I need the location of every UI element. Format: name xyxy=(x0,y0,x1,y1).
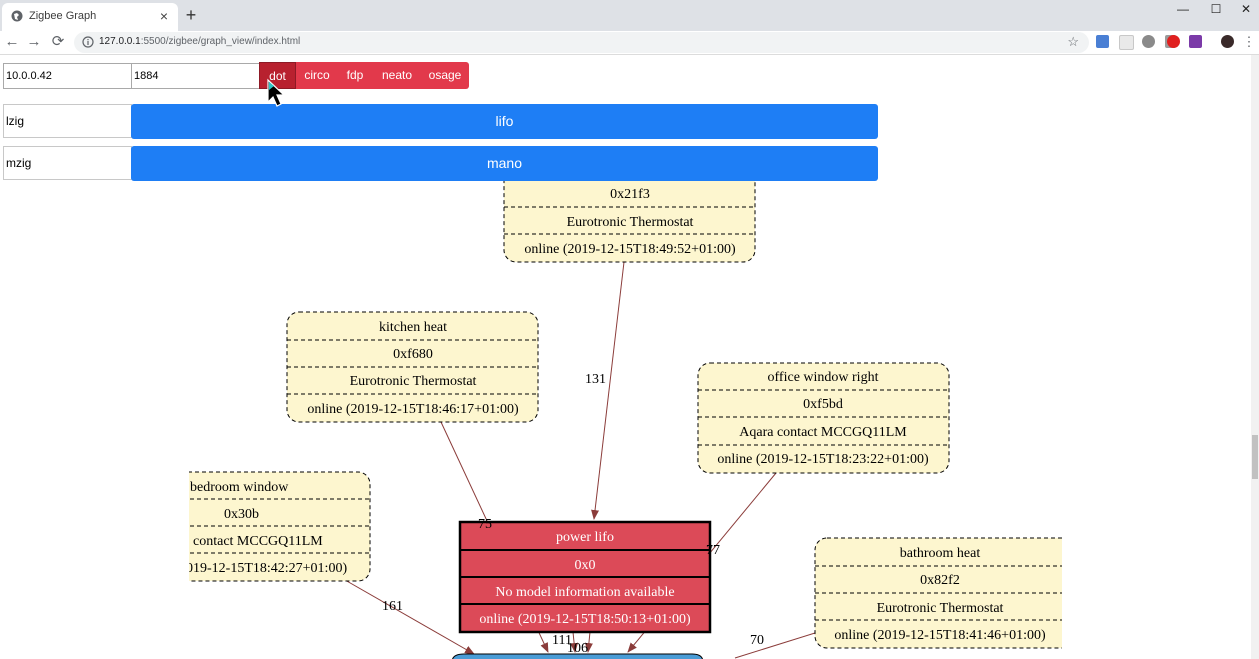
info-icon xyxy=(82,36,94,48)
node-bathroom-model: Eurotronic Thermostat xyxy=(877,601,1004,616)
node-office-name: office window right xyxy=(768,370,879,385)
back-icon[interactable]: ← xyxy=(4,33,20,50)
bookmark-star-icon[interactable]: ☆ xyxy=(1067,34,1079,49)
layout-button-group: dot circo fdp neato osage xyxy=(259,62,469,89)
edge-bedroom-to-bottom xyxy=(344,579,475,655)
edge-label-131: 131 xyxy=(585,372,606,387)
node-power-address: 0x0 xyxy=(575,558,596,573)
menu-icon[interactable]: ⋮ xyxy=(1242,34,1256,49)
node-bedroom-window[interactable]: bedroom window 0x30b contact MCCGQ11LM 0… xyxy=(189,470,379,590)
node-bathroom-heat[interactable]: bathroom heat 0x82f2 Eurotronic Thermost… xyxy=(814,537,1062,657)
edge-label-161: 161 xyxy=(382,599,403,614)
node-kitchen-heat[interactable]: kitchen heat 0xf680 Eurotronic Thermosta… xyxy=(286,311,539,423)
node-power-model: No model information available xyxy=(495,585,674,600)
ip-address-input[interactable] xyxy=(3,63,132,89)
node-top-model: Eurotronic Thermostat xyxy=(567,215,694,230)
edge-power-to-bottom-b xyxy=(584,631,593,653)
browser-toolbar: ← → ⟳ 127.0.0.1:5500/zigbee/graph_view/i… xyxy=(0,31,1259,55)
edge-label-75: 75 xyxy=(478,517,492,532)
node-bathroom-name: bathroom heat xyxy=(900,546,981,561)
node-power-status: online (2019-12-15T18:50:13+01:00) xyxy=(479,612,691,627)
extension-icon[interactable] xyxy=(1119,35,1134,50)
layout-button-neato[interactable]: neato xyxy=(381,68,413,82)
node-bedroom-model: contact MCCGQ11LM xyxy=(193,534,323,549)
scrollbar-thumb[interactable] xyxy=(1252,435,1258,479)
new-tab-icon[interactable]: + xyxy=(185,5,197,25)
tab-strip: Zigbee Graph × + — ☐ ✕ xyxy=(0,0,1259,31)
maximize-icon[interactable]: ☐ xyxy=(1210,2,1222,16)
edge-label-77: 77 xyxy=(706,543,720,558)
edge-top-to-power xyxy=(591,261,625,520)
url-path: :5500/zigbee/graph_view/index.html xyxy=(140,36,301,47)
network-name-mzig[interactable]: mzig xyxy=(3,146,132,180)
node-bedroom-status: 019-12-15T18:42:27+01:00) xyxy=(189,561,347,576)
reload-icon[interactable]: ⟳ xyxy=(51,33,65,50)
layout-button-circo[interactable]: circo xyxy=(304,68,330,82)
network-button-lifo[interactable]: lifo xyxy=(131,104,878,139)
address-bar[interactable]: 127.0.0.1:5500/zigbee/graph_view/index.h… xyxy=(74,32,1089,53)
node-office-window-right[interactable]: office window right 0xf5bd Aqara contact… xyxy=(697,362,950,474)
node-kitchen-status: online (2019-12-15T18:46:17+01:00) xyxy=(307,402,519,417)
node-bathroom-address: 0x82f2 xyxy=(920,573,960,588)
node-power-lifo[interactable]: power lifo 0x0 No model information avai… xyxy=(458,520,712,634)
layout-button-dot[interactable]: dot xyxy=(259,62,296,89)
url-text: 127.0.0.1:5500/zigbee/graph_view/index.h… xyxy=(99,36,300,47)
node-power-name: power lifo xyxy=(556,530,614,545)
node-office-status: online (2019-12-15T18:23:22+01:00) xyxy=(717,452,929,467)
minimize-icon[interactable]: — xyxy=(1177,2,1189,16)
profile-avatar[interactable] xyxy=(1221,35,1234,48)
edge-label-106: 106 xyxy=(567,641,588,656)
tab-title: Zigbee Graph xyxy=(29,10,97,22)
cloud-extension-icon[interactable] xyxy=(1142,35,1155,48)
vertical-scrollbar[interactable] xyxy=(1251,55,1259,659)
edge-bathroom-to-bottom xyxy=(734,632,816,659)
edge-power-to-bottom-a xyxy=(570,631,579,653)
network-button-mano[interactable]: mano xyxy=(131,146,878,181)
network-name-lzig[interactable]: lzig xyxy=(3,104,132,138)
opera-extension-icon[interactable] xyxy=(1167,35,1180,48)
node-kitchen-address: 0xf680 xyxy=(393,347,433,362)
browser-tab[interactable]: Zigbee Graph × xyxy=(2,3,178,31)
layout-button-osage[interactable]: osage xyxy=(428,68,462,82)
translate-extension-icon[interactable] xyxy=(1096,35,1109,48)
node-top-status: online (2019-12-15T18:49:52+01:00) xyxy=(524,242,736,257)
node-office-model: Aqara contact MCCGQ11LM xyxy=(739,425,907,440)
node-bedroom-name: bedroom window xyxy=(190,480,289,495)
globe-icon xyxy=(11,10,23,22)
close-window-icon[interactable]: ✕ xyxy=(1240,2,1252,16)
url-host: 127.0.0.1 xyxy=(99,36,141,47)
node-bedroom-address: 0x30b xyxy=(224,507,259,522)
tab-close-icon[interactable]: × xyxy=(159,8,169,24)
edge-label-111: 111 xyxy=(552,633,572,648)
node-top-address: 0x21f3 xyxy=(610,187,650,202)
node-office-address: 0xf5bd xyxy=(803,397,843,412)
onenote-extension-icon[interactable] xyxy=(1189,35,1202,48)
node-kitchen-model: Eurotronic Thermostat xyxy=(350,374,477,389)
edge-label-70: 70 xyxy=(750,633,764,648)
port-input[interactable] xyxy=(131,63,260,89)
node-bathroom-status: online (2019-12-15T18:41:46+01:00) xyxy=(834,628,1046,643)
layout-button-fdp[interactable]: fdp xyxy=(346,68,364,82)
node-kitchen-name: kitchen heat xyxy=(379,320,447,335)
forward-icon[interactable]: → xyxy=(26,33,42,50)
